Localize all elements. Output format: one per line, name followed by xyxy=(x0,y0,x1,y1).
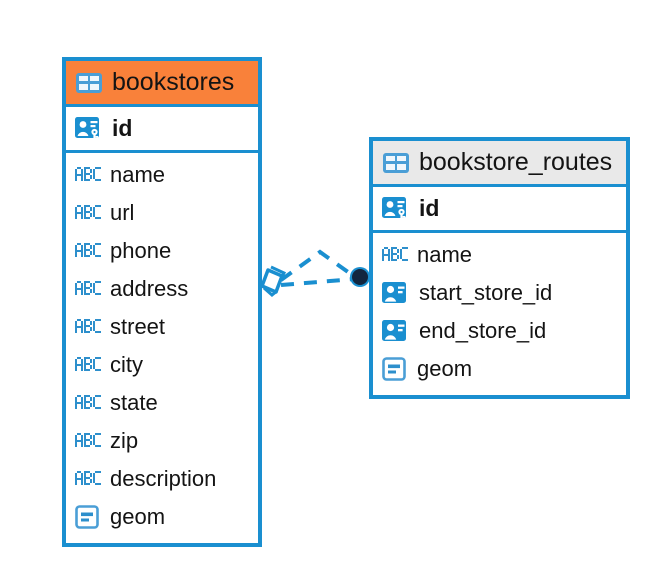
abc-text-icon xyxy=(75,471,101,485)
relationship-line-lower xyxy=(280,277,356,287)
field-label: city xyxy=(110,352,143,377)
abc-text-icon xyxy=(75,205,101,219)
field-label: address xyxy=(110,276,189,301)
field-label: start_store_id xyxy=(419,280,553,305)
field-label: id xyxy=(112,115,133,141)
foreign-key-icon xyxy=(382,282,406,303)
field-row-id[interactable]: id xyxy=(373,187,626,233)
entity-title: bookstores xyxy=(112,68,235,96)
field-row-geom[interactable]: geom xyxy=(66,498,258,536)
field-row-city[interactable]: city xyxy=(66,346,258,384)
filled-circle-marker xyxy=(350,267,370,287)
field-label: zip xyxy=(110,428,139,453)
primary-key-icon xyxy=(75,116,99,141)
abc-text-icon xyxy=(75,319,101,333)
field-row-url[interactable]: url xyxy=(66,194,258,232)
abc-text-icon xyxy=(75,395,101,409)
entity-header-bookstore-routes[interactable]: bookstore_routes xyxy=(373,141,626,187)
abc-text-icon xyxy=(75,243,101,257)
abc-text-icon xyxy=(75,281,101,295)
field-label: geom xyxy=(110,504,166,529)
diamond-marker xyxy=(260,265,287,297)
geometry-icon xyxy=(75,505,99,529)
abc-text-icon xyxy=(75,357,101,371)
field-label: geom xyxy=(417,356,473,381)
field-list-bookstore-routes: name start_store_id xyxy=(373,233,626,391)
field-row-address[interactable]: address xyxy=(66,270,258,308)
relationship-line-upper xyxy=(279,249,357,282)
field-label: name xyxy=(417,242,473,267)
field-label: url xyxy=(110,200,135,225)
field-label: name xyxy=(110,162,166,187)
field-row-geom[interactable]: geom xyxy=(373,350,626,388)
entity-bookstore-routes[interactable]: bookstore_routes id xyxy=(369,137,630,399)
entity-header-bookstores[interactable]: bookstores xyxy=(66,61,258,107)
abc-text-icon xyxy=(75,433,101,447)
field-row-phone[interactable]: phone xyxy=(66,232,258,270)
field-row-zip[interactable]: zip xyxy=(66,422,258,460)
field-row-id[interactable]: id xyxy=(66,107,258,153)
field-label: end_store_id xyxy=(419,318,547,343)
abc-text-icon xyxy=(75,167,101,181)
entity-bookstores[interactable]: bookstores id xyxy=(62,57,262,547)
field-label: description xyxy=(110,466,217,491)
field-row-street[interactable]: street xyxy=(66,308,258,346)
entity-title: bookstore_routes xyxy=(419,148,613,176)
field-row-name[interactable]: name xyxy=(373,236,626,274)
field-row-start-store-id[interactable]: start_store_id xyxy=(373,274,626,312)
primary-key-icon xyxy=(382,196,406,221)
table-icon xyxy=(76,72,102,93)
field-label: phone xyxy=(110,238,172,263)
table-icon xyxy=(383,152,409,173)
field-label: id xyxy=(419,195,440,221)
abc-text-icon xyxy=(382,247,408,261)
field-label: state xyxy=(110,390,158,415)
field-row-end-store-id[interactable]: end_store_id xyxy=(373,312,626,350)
field-label: street xyxy=(110,314,166,339)
geometry-icon xyxy=(382,357,406,381)
field-list-bookstores: name url xyxy=(66,153,258,539)
foreign-key-icon xyxy=(382,320,406,341)
field-row-name[interactable]: name xyxy=(66,156,258,194)
field-row-state[interactable]: state xyxy=(66,384,258,422)
field-row-description[interactable]: description xyxy=(66,460,258,498)
